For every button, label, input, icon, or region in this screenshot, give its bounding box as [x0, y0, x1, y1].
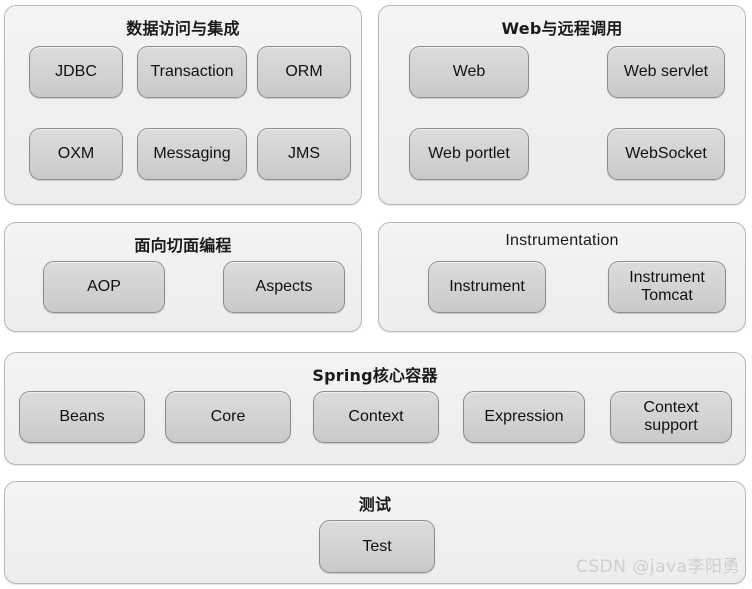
panel-title-aop: 面向切面编程	[134, 236, 232, 255]
module-box: WebSocket	[607, 128, 725, 180]
module-box: Instrument	[428, 261, 546, 313]
module-box: Expression	[463, 391, 585, 443]
module-box: Transaction	[137, 46, 247, 98]
module-box: Web servlet	[607, 46, 725, 98]
module-box: Beans	[19, 391, 145, 443]
module-box: Messaging	[137, 128, 247, 180]
module-box: Web portlet	[409, 128, 529, 180]
panel-core-container: Spring核心容器 Beans Core Context Expression Cont…	[4, 352, 746, 465]
module-box: OXM	[29, 128, 123, 180]
panel-test: 测试 Test	[4, 481, 746, 584]
module-box: Test	[319, 520, 435, 573]
module-box: ORM	[257, 46, 351, 98]
module-box: Context	[313, 391, 439, 443]
panel-title-core-container: Spring核心容器	[312, 366, 438, 385]
panel-aop: 面向切面编程 AOP Aspects	[4, 222, 362, 332]
module-box: Core	[165, 391, 291, 443]
panel-title-web-remoting: Web与远程调用	[501, 19, 623, 38]
panel-title-instrumentation: Instrumentation	[505, 232, 619, 249]
module-box: JMS	[257, 128, 351, 180]
module-box: AOP	[43, 261, 165, 313]
watermark: CSDN @java李阳勇	[576, 557, 740, 577]
module-box: Context support	[610, 391, 732, 443]
module-box: Aspects	[223, 261, 345, 313]
panel-title-test: 测试	[358, 495, 392, 514]
panel-title-data-access: 数据访问与集成	[126, 19, 240, 38]
module-box: Instrument Tomcat	[608, 261, 726, 313]
module-box: Web	[409, 46, 529, 98]
module-box: JDBC	[29, 46, 123, 98]
